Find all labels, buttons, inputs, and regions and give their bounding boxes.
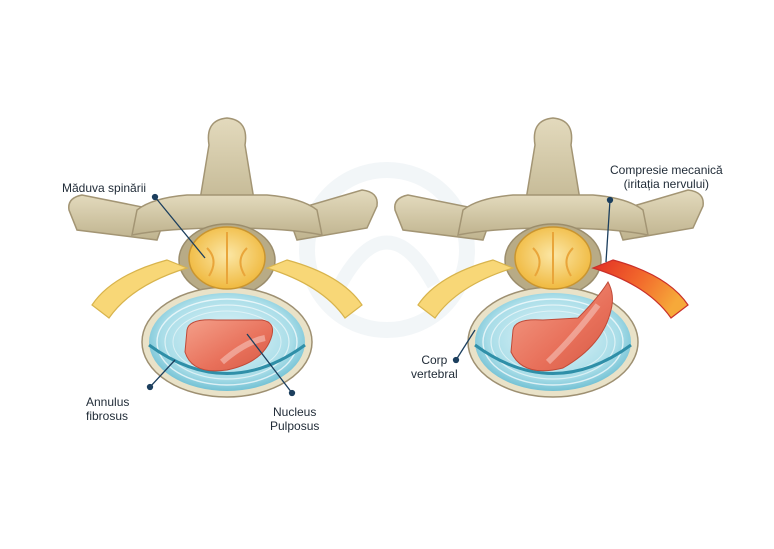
label-nucleus-pulposus: Nucleus Pulposus <box>270 405 320 433</box>
label-mechanical-compression: Compresie mecanică (iritația nervului) <box>610 163 723 191</box>
normal-vertebra <box>67 116 379 399</box>
watermark-logo <box>299 162 475 338</box>
herniated-vertebra <box>393 116 705 399</box>
label-spinal-cord: Măduva spinării <box>62 181 147 195</box>
label-vertebral-body: Corp vertebral <box>411 353 458 381</box>
pointer-lines <box>146 193 614 397</box>
label-annulus-fibrosus: Annulus fibrosus <box>86 395 130 423</box>
